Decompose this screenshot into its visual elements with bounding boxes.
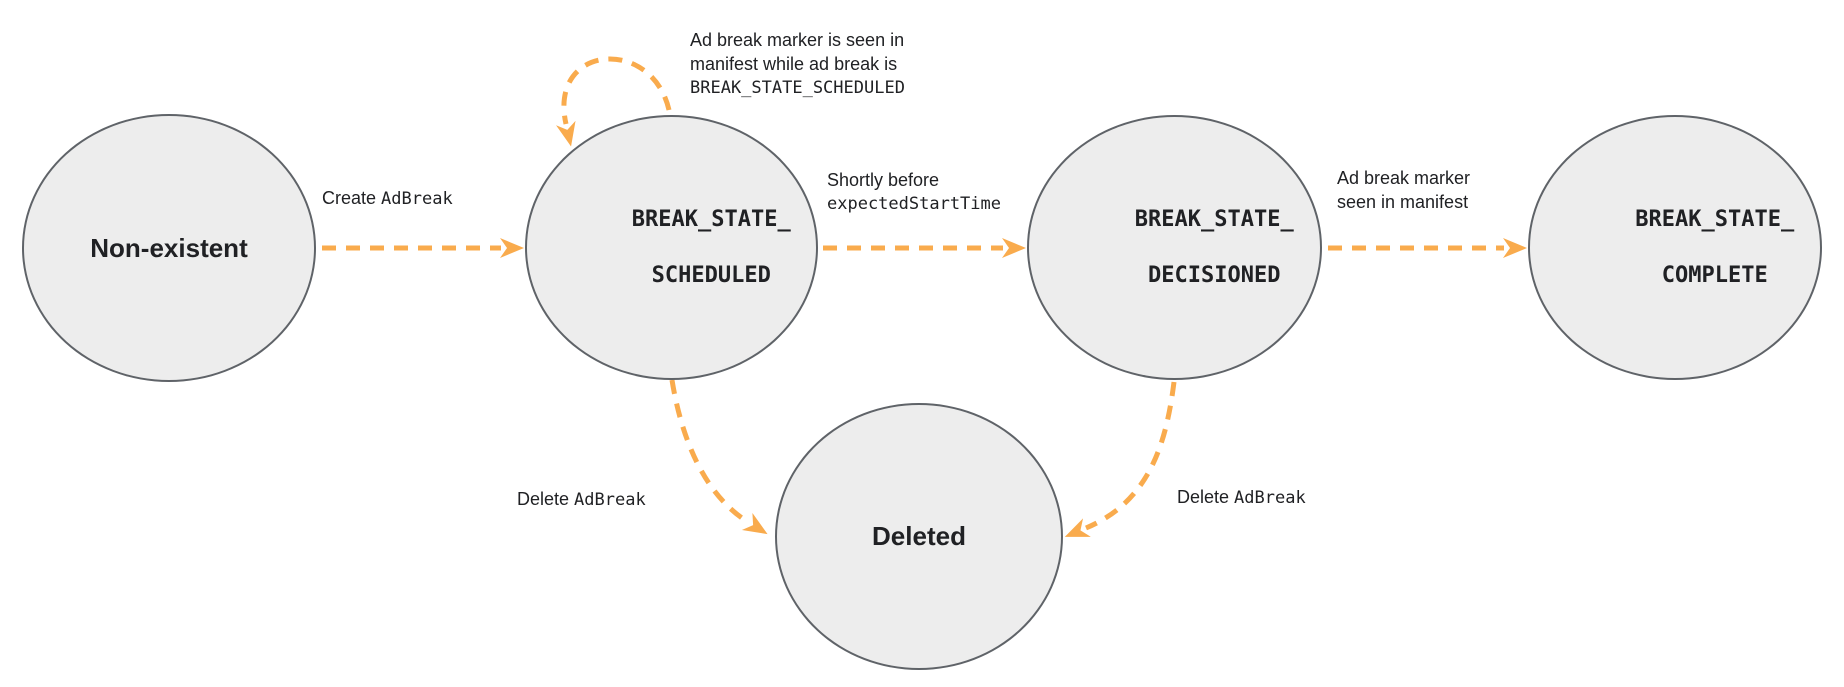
edge-delete-decisioned-text: Delete [1177,487,1235,507]
edge-self-loop-line1: Ad break marker is seen in [690,30,905,50]
state-break-state-decisioned-label: BREAK_STATE_ DECISIONED [1055,178,1294,318]
edge-delete-from-decisioned-label: Delete AdBreak [1177,485,1306,510]
state-non-existent-label: Non-existent [90,232,248,263]
state-decisioned-line2: DECISIONED [1148,262,1281,288]
edge-self-loop-label: Ad break marker is seen in manifest whil… [690,28,905,100]
edge-to-complete-label: Ad break marker seen in manifest [1337,166,1470,214]
edge-to-complete-line1: Ad break marker [1337,168,1471,188]
state-deleted: Deleted [775,403,1063,670]
edge-scheduled-to-deleted-arrow [669,379,768,535]
edge-to-decisioned-line1: Shortly before [827,170,940,190]
edge-self-loop-code: BREAK_STATE_SCHEDULED [690,78,905,98]
edge-to-decisioned-label: Shortly before expectedStartTime [827,168,1001,216]
edge-decisioned-to-deleted-arrow [1064,381,1177,537]
state-decisioned-line1: BREAK_STATE_ [1134,206,1294,232]
state-break-state-complete-label: BREAK_STATE_ COMPLETE [1556,178,1794,318]
edge-create-label: Create AdBreak [322,186,453,211]
state-non-existent: Non-existent [22,114,316,382]
edge-create-label-code: AdBreak [381,189,453,209]
state-scheduled-line1: BREAK_STATE_ [631,206,791,232]
state-break-state-decisioned: BREAK_STATE_ DECISIONED [1027,115,1322,380]
edge-self-loop-line2: manifest while ad break is [690,54,898,74]
edge-delete-from-scheduled-label: Delete AdBreak [517,487,646,512]
state-deleted-label: Deleted [872,521,966,551]
edge-self-loop-arrow [556,56,672,147]
state-break-state-complete: BREAK_STATE_ COMPLETE [1528,115,1822,380]
state-complete-line1: BREAK_STATE_ [1635,206,1795,232]
edge-to-complete-line2: seen in manifest [1337,192,1469,212]
edge-delete-scheduled-code: AdBreak [574,490,646,510]
edge-delete-scheduled-text: Delete [517,489,575,509]
state-scheduled-line2: SCHEDULED [651,262,771,288]
state-break-state-scheduled: BREAK_STATE_ SCHEDULED [525,115,818,380]
state-complete-line2: COMPLETE [1661,262,1768,288]
edge-delete-decisioned-code: AdBreak [1234,488,1306,508]
edge-create-label-text: Create [322,188,382,208]
state-break-state-scheduled-label: BREAK_STATE_ SCHEDULED [552,178,791,318]
edge-to-decisioned-code: expectedStartTime [827,194,1001,214]
